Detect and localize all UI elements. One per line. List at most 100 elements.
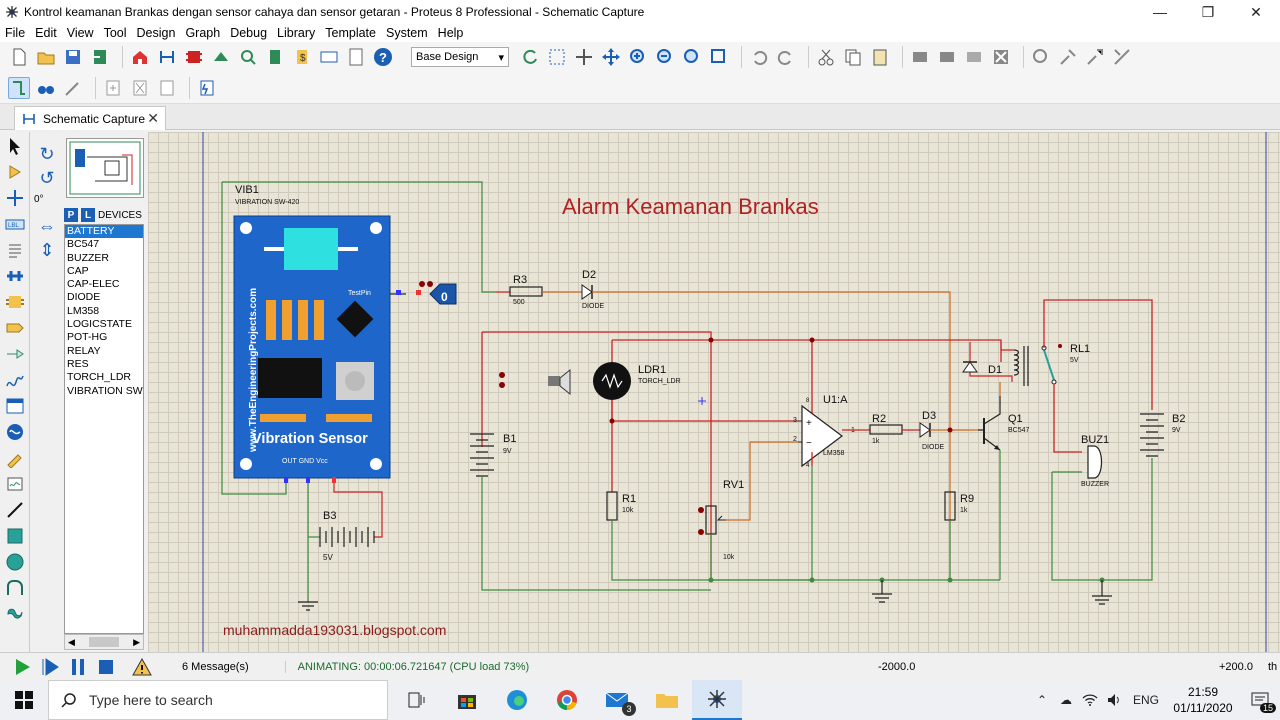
- save-icon[interactable]: [62, 46, 84, 68]
- home-icon[interactable]: [129, 46, 151, 68]
- battery-b1[interactable]: B1 9V: [470, 433, 516, 477]
- relay-rl1[interactable]: RL1 5V: [1013, 343, 1090, 386]
- list-item[interactable]: LM358: [67, 304, 100, 317]
- zoom-in-icon[interactable]: [627, 46, 649, 68]
- chrome-browser-icon[interactable]: [542, 680, 592, 720]
- block-move-icon[interactable]: [936, 46, 958, 68]
- library-manager-button[interactable]: L: [81, 208, 95, 222]
- notifications-icon[interactable]: 15: [1240, 691, 1280, 713]
- generator-mode-icon[interactable]: [3, 420, 27, 444]
- help-icon[interactable]: ?: [372, 46, 394, 68]
- arc-tool-icon[interactable]: [3, 576, 27, 600]
- menu-graph[interactable]: Graph: [185, 26, 221, 40]
- pick-device-icon[interactable]: [1030, 46, 1052, 68]
- make-device-icon[interactable]: [1057, 46, 1079, 68]
- rotate-clockwise-icon[interactable]: ↻: [39, 143, 55, 164]
- minimize-button[interactable]: —: [1153, 4, 1167, 20]
- open-folder-icon[interactable]: [35, 46, 57, 68]
- menu-help[interactable]: Help: [437, 26, 464, 40]
- show-hidden-icons-icon[interactable]: ⌃: [1036, 693, 1048, 707]
- stop-simulation-icon[interactable]: [92, 655, 120, 679]
- virtual-instruments-icon[interactable]: [3, 472, 27, 496]
- electrical-rule-check-icon[interactable]: [196, 77, 218, 99]
- mail-icon[interactable]: 3: [592, 680, 642, 720]
- menu-view[interactable]: View: [66, 26, 94, 40]
- step-simulation-icon[interactable]: [36, 655, 64, 679]
- undo-icon[interactable]: [748, 46, 770, 68]
- logic-state-probe[interactable]: 0: [429, 283, 457, 305]
- refresh-icon[interactable]: [519, 46, 541, 68]
- bom-icon[interactable]: [264, 46, 286, 68]
- file-explorer-icon[interactable]: [642, 680, 692, 720]
- list-item[interactable]: POT-HG: [67, 331, 108, 344]
- list-item[interactable]: RELAY: [67, 344, 101, 357]
- list-item[interactable]: RES: [67, 357, 89, 370]
- copy-icon[interactable]: [842, 46, 864, 68]
- property-tool-icon[interactable]: [62, 77, 84, 99]
- block-delete-icon[interactable]: [990, 46, 1012, 68]
- subcircuit-icon[interactable]: [3, 290, 27, 314]
- onedrive-icon[interactable]: ☁: [1060, 693, 1072, 707]
- resistor-r1[interactable]: [606, 491, 618, 521]
- tab-schematic-capture[interactable]: Schematic Capture ✕: [14, 106, 166, 130]
- restore-button[interactable]: ❐: [1201, 3, 1215, 20]
- scroll-right-icon[interactable]: ▶: [133, 636, 140, 647]
- junction-dot-icon[interactable]: [3, 186, 27, 210]
- start-button[interactable]: [0, 680, 48, 720]
- menu-file[interactable]: File: [5, 26, 26, 40]
- list-item[interactable]: BC547: [67, 238, 100, 251]
- pan-icon[interactable]: [600, 46, 622, 68]
- list-item[interactable]: BUZZER: [67, 251, 109, 264]
- selection-mode-icon[interactable]: [3, 134, 27, 158]
- pick-device-button[interactable]: P: [64, 208, 78, 222]
- 3d-view-icon[interactable]: [210, 46, 232, 68]
- wifi-icon[interactable]: [1078, 693, 1102, 707]
- battery-b3[interactable]: B3 5V: [319, 510, 375, 562]
- decompose-icon[interactable]: [1111, 46, 1133, 68]
- schematic-icon[interactable]: [156, 46, 178, 68]
- rotate-anticlockwise-icon[interactable]: ↺: [39, 167, 55, 188]
- component-mode-icon[interactable]: [3, 160, 27, 184]
- battery-b2[interactable]: B2 9V: [1140, 413, 1185, 457]
- zoom-all-icon[interactable]: [681, 46, 703, 68]
- design-select[interactable]: Base Design▾: [411, 47, 509, 67]
- menu-system[interactable]: System: [385, 26, 428, 40]
- opamp-u1[interactable]: 3 2 + − 8 4 1 U1:A LM358: [793, 394, 855, 469]
- line-tool-icon[interactable]: [3, 498, 27, 522]
- task-view-icon[interactable]: [392, 680, 442, 720]
- list-item[interactable]: LOGICSTATE: [67, 318, 132, 331]
- language-indicator[interactable]: ENG: [1132, 693, 1159, 707]
- buses-icon[interactable]: [3, 264, 27, 288]
- pause-simulation-icon[interactable]: [64, 655, 92, 679]
- device-pins-icon[interactable]: [3, 342, 27, 366]
- warning-icon[interactable]: [128, 655, 156, 679]
- terminals-icon[interactable]: [3, 316, 27, 340]
- volume-icon[interactable]: [1102, 693, 1126, 707]
- text-script-icon[interactable]: [3, 238, 27, 262]
- pcb-icon[interactable]: [183, 46, 205, 68]
- list-item[interactable]: DIODE: [67, 291, 101, 304]
- notes-icon[interactable]: [345, 46, 367, 68]
- cost-icon[interactable]: $: [291, 46, 313, 68]
- packaging-tool-icon[interactable]: [1084, 46, 1106, 68]
- menu-edit[interactable]: Edit: [35, 26, 57, 40]
- close-window-button[interactable]: ✕: [1250, 3, 1262, 20]
- import-icon[interactable]: [89, 46, 111, 68]
- list-item[interactable]: CAP: [67, 264, 89, 277]
- redo-icon[interactable]: [775, 46, 797, 68]
- menu-template[interactable]: Template: [325, 26, 376, 40]
- device-list-scrollbar[interactable]: ◀ ▶: [64, 634, 144, 650]
- resistor-r3[interactable]: [509, 286, 543, 297]
- diode-d2[interactable]: [581, 284, 593, 300]
- paste-icon[interactable]: [869, 46, 891, 68]
- list-item[interactable]: CAP-ELEC: [67, 278, 120, 291]
- zoom-out-icon[interactable]: [654, 46, 676, 68]
- circle-tool-icon[interactable]: [3, 550, 27, 574]
- new-file-icon[interactable]: [8, 46, 30, 68]
- scroll-thumb[interactable]: [89, 637, 119, 647]
- voltage-probe-icon[interactable]: [3, 446, 27, 470]
- wire-label-icon[interactable]: LBL: [3, 212, 27, 236]
- grid-icon[interactable]: [546, 46, 568, 68]
- remove-sheet-icon[interactable]: [129, 77, 151, 99]
- transistor-q1[interactable]: Q1 BC547: [978, 396, 1030, 451]
